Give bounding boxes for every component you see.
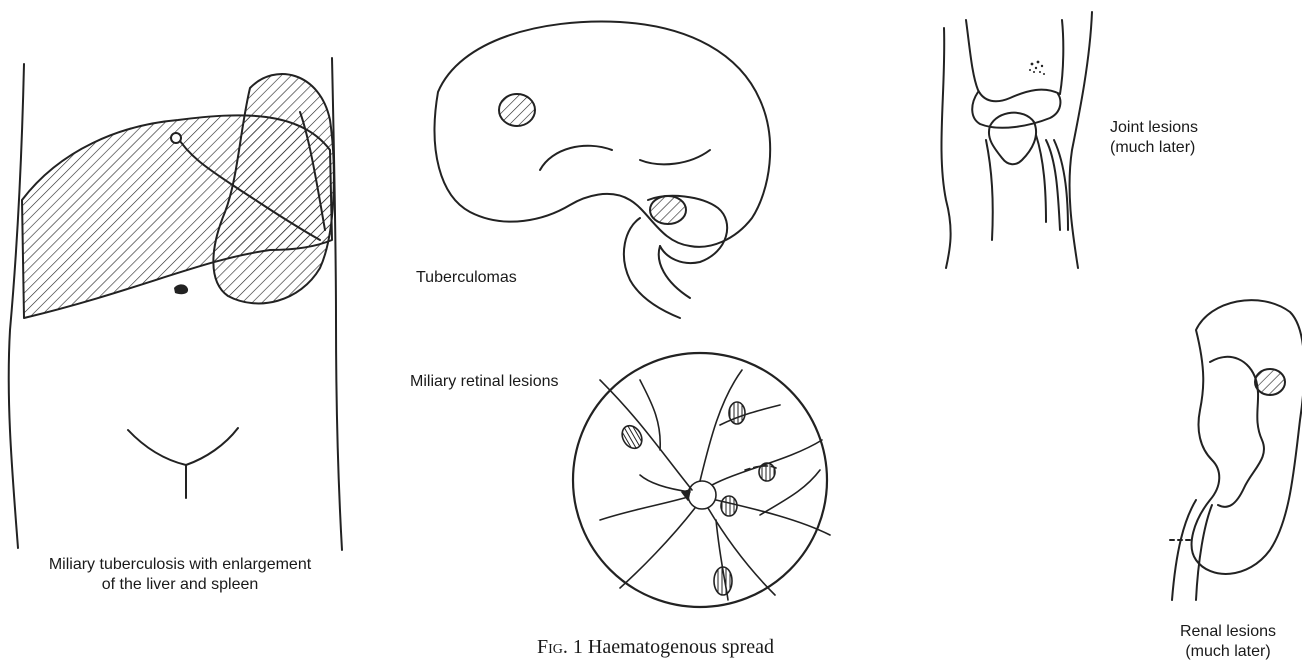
renal-label-line1: Renal lesions: [1168, 622, 1288, 642]
torso-right-outline: [332, 58, 342, 550]
figure-caption: Fig. 1 Haematogenous spread: [537, 636, 774, 659]
brainstem: [624, 218, 680, 318]
abdomen-label: Miliary tuberculosis with enlargement of…: [10, 555, 350, 595]
retinal-lesion-2: [729, 402, 745, 424]
retinal-lesion-3: [759, 463, 775, 481]
leg-outline-left: [941, 28, 950, 268]
tuberculoma-2: [650, 196, 686, 224]
renal-lesion: [1255, 369, 1285, 395]
brainstem-2: [659, 246, 690, 298]
spleen-shape: [213, 74, 334, 303]
cerebrum-outline: [435, 22, 771, 247]
caption-prefix: Fig.: [537, 636, 568, 658]
tibia: [986, 135, 1046, 240]
caption-text: Haematogenous spread: [588, 636, 774, 658]
retina-label: Miliary retinal lesions: [410, 372, 559, 392]
temporal-lobe-fold: [540, 146, 612, 170]
umbilicus: [174, 284, 188, 294]
leg-outline-right: [1070, 12, 1092, 268]
kidney-outline: [1192, 300, 1302, 574]
femur: [966, 20, 1063, 101]
kidney-icon: [1170, 300, 1302, 600]
joint-label-line1: Joint lesions: [1110, 118, 1198, 138]
retinal-lesion-4: [721, 496, 737, 516]
torso-left-outline: [9, 64, 24, 548]
joint-lesion-dots: [1029, 61, 1045, 75]
renal-label: Renal lesions (much later): [1168, 622, 1288, 662]
sulcus-line: [640, 150, 710, 164]
patella: [989, 113, 1036, 165]
abdomen-liver-spleen-icon: [9, 58, 342, 550]
fibula: [1046, 140, 1068, 230]
vessel-node: [171, 133, 181, 143]
retinal-lesion-5: [714, 567, 732, 595]
joint-label-line2: (much later): [1110, 138, 1198, 158]
joint-label: Joint lesions (much later): [1110, 118, 1198, 158]
knee-joint-icon: [941, 12, 1092, 268]
abdomen-label-line2: of the liver and spleen: [10, 575, 350, 595]
tuberculoma-1: [499, 94, 535, 126]
retina-fundus-icon: [573, 353, 830, 607]
caption-number: 1: [573, 636, 583, 658]
abdomen-label-line1: Miliary tuberculosis with enlargement: [10, 555, 350, 575]
brain-label: Tuberculomas: [416, 268, 517, 288]
renal-label-line2: (much later): [1168, 642, 1288, 662]
pelvis-curve: [128, 428, 238, 465]
